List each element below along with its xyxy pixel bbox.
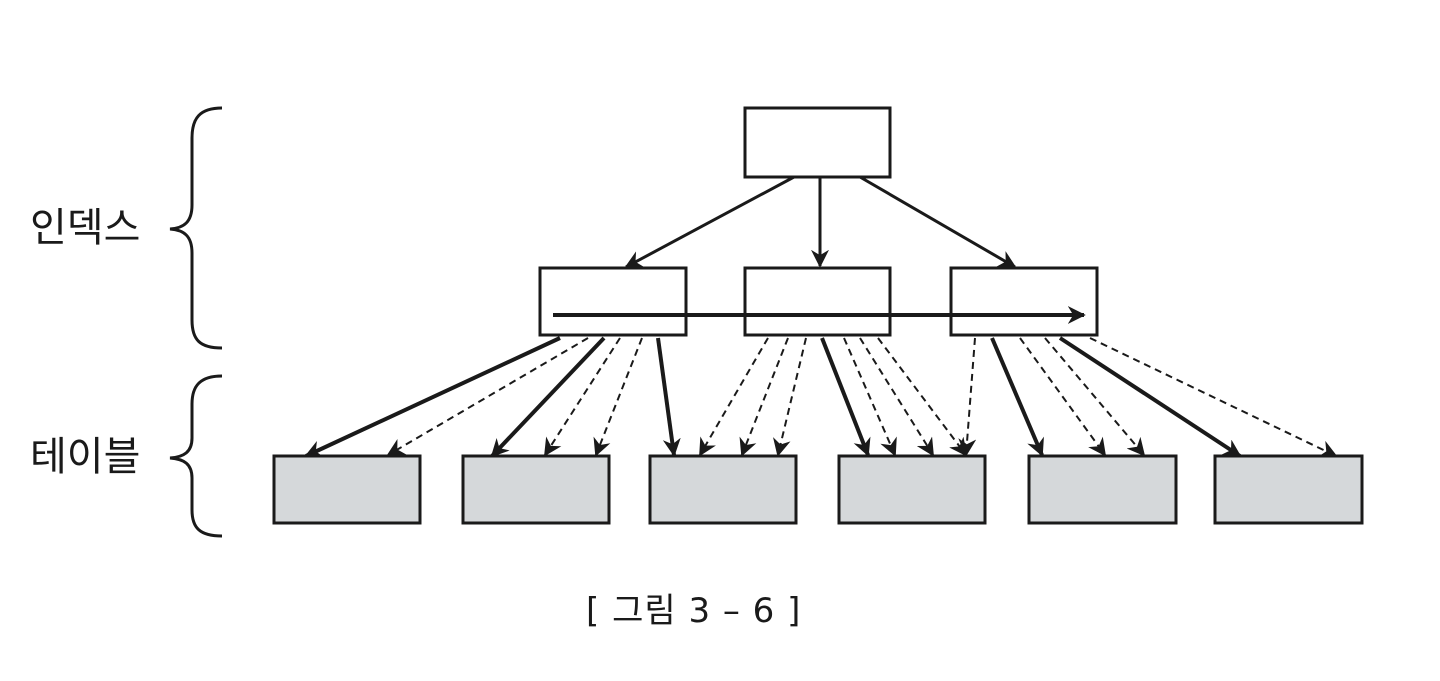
table-block [837,454,987,525]
table-block [272,454,422,525]
dashed-arrow [1019,337,1107,457]
table-block [648,454,798,525]
solid-arrow [990,337,1044,457]
dashed-arrow [386,337,589,456]
dashed-arrow [739,337,789,457]
dashed-arrow [593,337,643,457]
dashed-arrow [773,337,807,457]
table-brace [169,374,223,538]
solid-arrow [490,336,606,458]
dashed-arrow [859,337,934,457]
solid-arrow [656,337,681,457]
index-brace [169,106,223,350]
table-block [1213,454,1364,525]
dashed-table-arrows [386,337,1338,458]
dashed-arrow [699,337,769,457]
table-label: 테이블 [30,434,141,480]
root-arrow-left [624,175,795,269]
table-block [1027,454,1178,525]
root-index-node [743,106,892,179]
dashed-arrow [843,337,897,457]
branch-index-node [743,266,892,337]
solid-arrow [820,337,871,457]
solid-arrow [304,336,561,458]
branch-index-node [538,266,688,337]
dashed-arrow [877,337,968,457]
dashed-arrow [1089,337,1338,458]
solid-arrow [1058,336,1242,458]
root-to-branch-arrows [624,175,1017,269]
figure-caption: [ 그림 3 – 6 ] [586,591,802,631]
root-arrow-right [859,175,1017,269]
solid-table-arrows [304,336,1242,458]
table-block [461,454,611,525]
branch-index-node [949,266,1099,337]
index-label: 인덱스 [30,205,141,251]
dashed-arrow [1044,337,1146,457]
table-blocks [272,454,1364,525]
dashed-arrow [958,337,977,457]
